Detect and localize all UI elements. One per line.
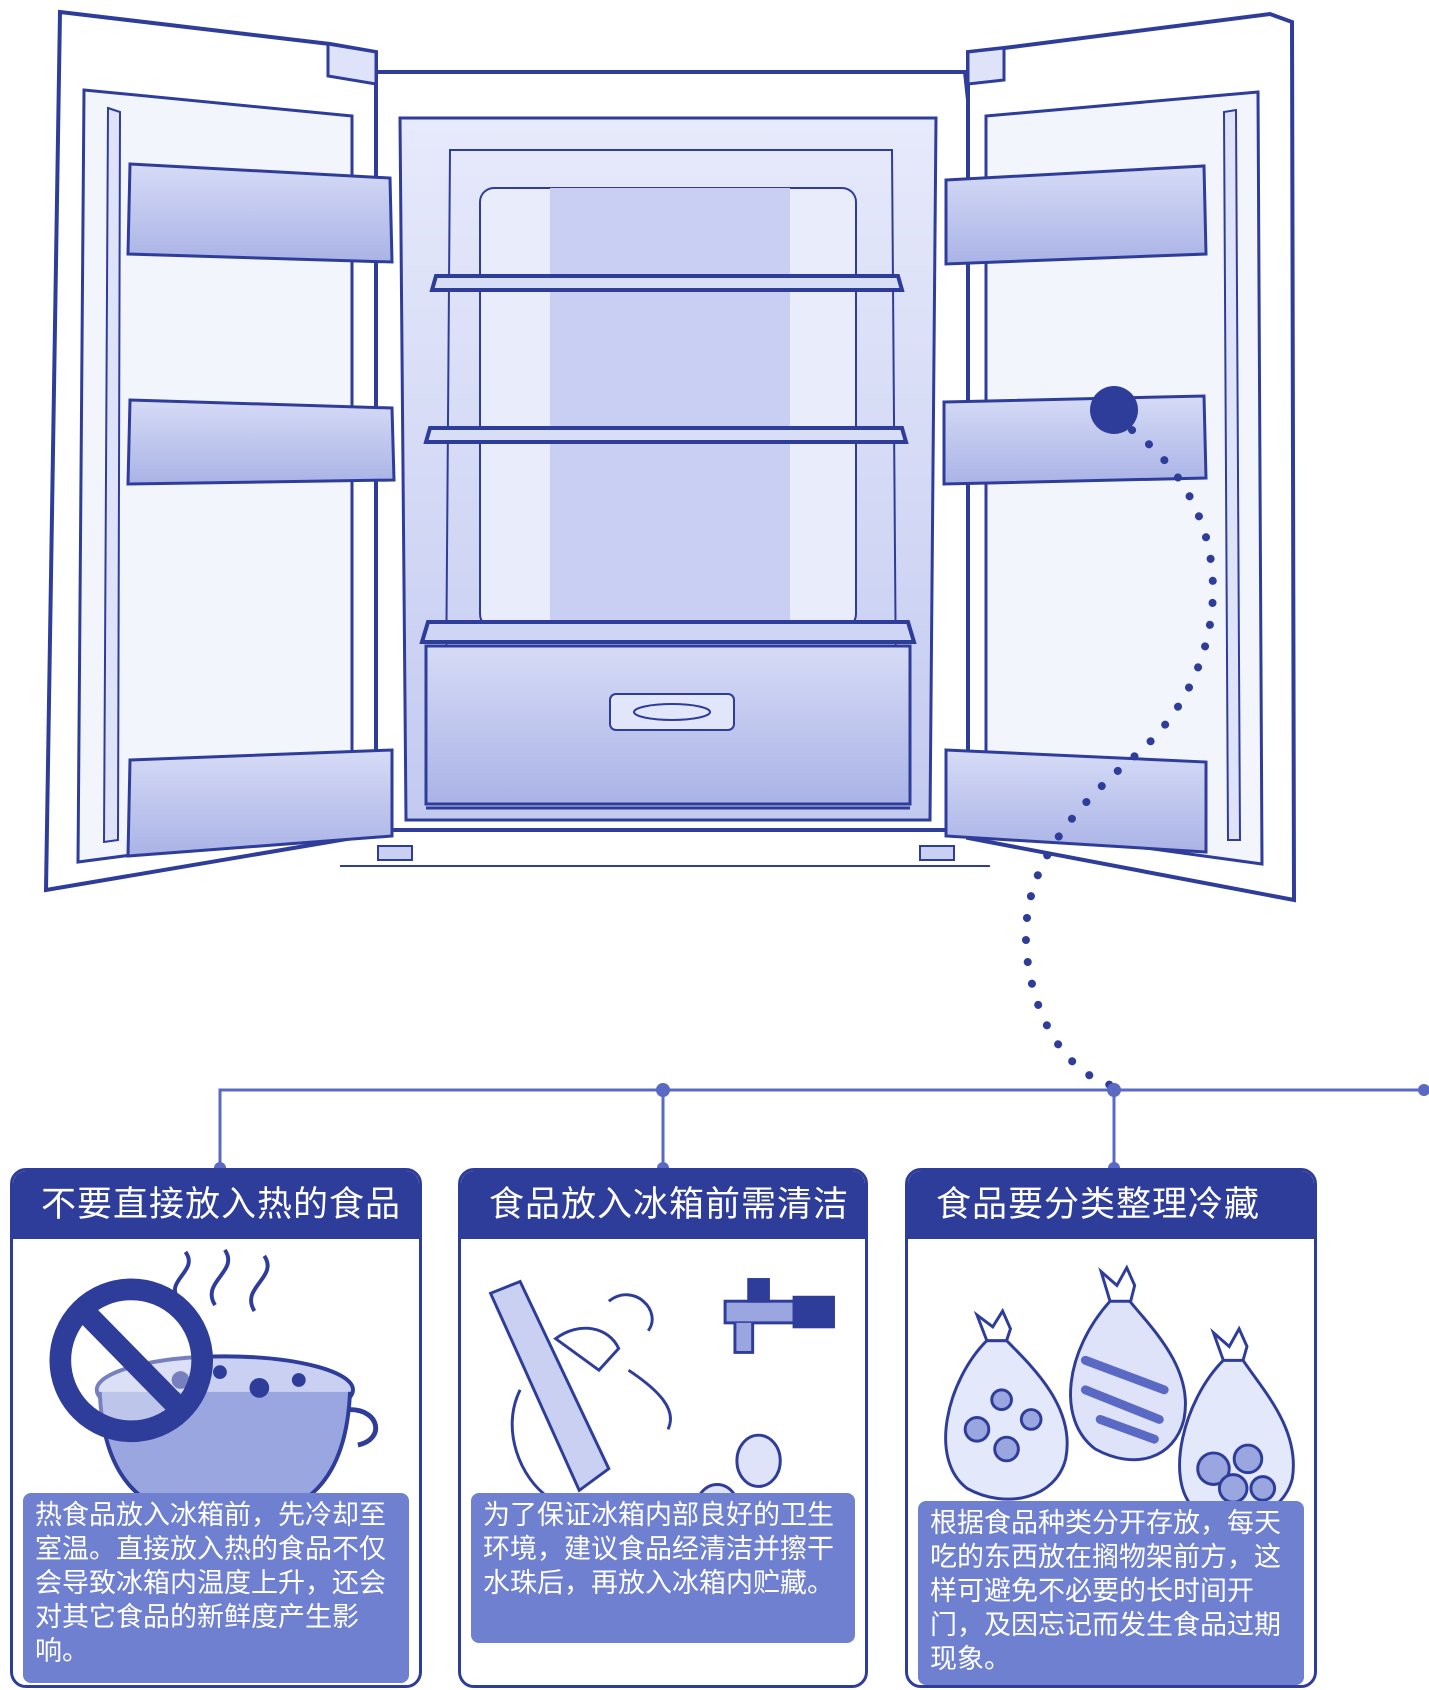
connector-lines — [218, 1088, 1426, 1168]
dotted-callout-line — [1022, 426, 1217, 1090]
card-description: 热食品放入冰箱前，先冷却至室温。直接放入热的食品不仅会导致冰箱内温度上升，还会对… — [23, 1493, 409, 1683]
fridge-illustration — [43, 9, 1429, 1168]
card-title: 不要直接放入热的食品 — [13, 1171, 419, 1239]
tip-card-sorted-storage: 食品要分类整理冷藏 根据食品种类分开存放，每天吃的东西放在搁物架前方，这样可避免… — [905, 1168, 1317, 1688]
right-door-bins — [942, 164, 1208, 854]
sorted-food-bags-icon — [944, 1264, 1295, 1521]
tip-card-hot-food: 不要直接放入热的食品 热食品放入冰箱前，先冷却至室温。直接放入热的食品不仅会导致… — [10, 1168, 422, 1688]
callout-marker — [1090, 386, 1138, 434]
connector-nodes — [214, 1083, 1429, 1168]
tip-card-clean-food: 食品放入冰箱前需清洁 为了保证冰箱内部良好的卫生环境，建议食品经清洁并擦干水珠后… — [458, 1168, 868, 1688]
no-hot-food-pot-icon — [49, 1248, 379, 1522]
card-description: 根据食品种类分开存放，每天吃的东西放在搁物架前方，这样可避免不必要的长时间开门，… — [918, 1501, 1304, 1685]
card-title: 食品要分类整理冷藏 — [908, 1171, 1314, 1239]
left-door-bins — [126, 162, 396, 858]
fridge-cabinet — [340, 70, 990, 867]
card-description: 为了保证冰箱内部良好的卫生环境，建议食品经清洁并擦干水珠后，再放入冰箱内贮藏。 — [471, 1493, 855, 1643]
card-title: 食品放入冰箱前需清洁 — [461, 1171, 865, 1239]
